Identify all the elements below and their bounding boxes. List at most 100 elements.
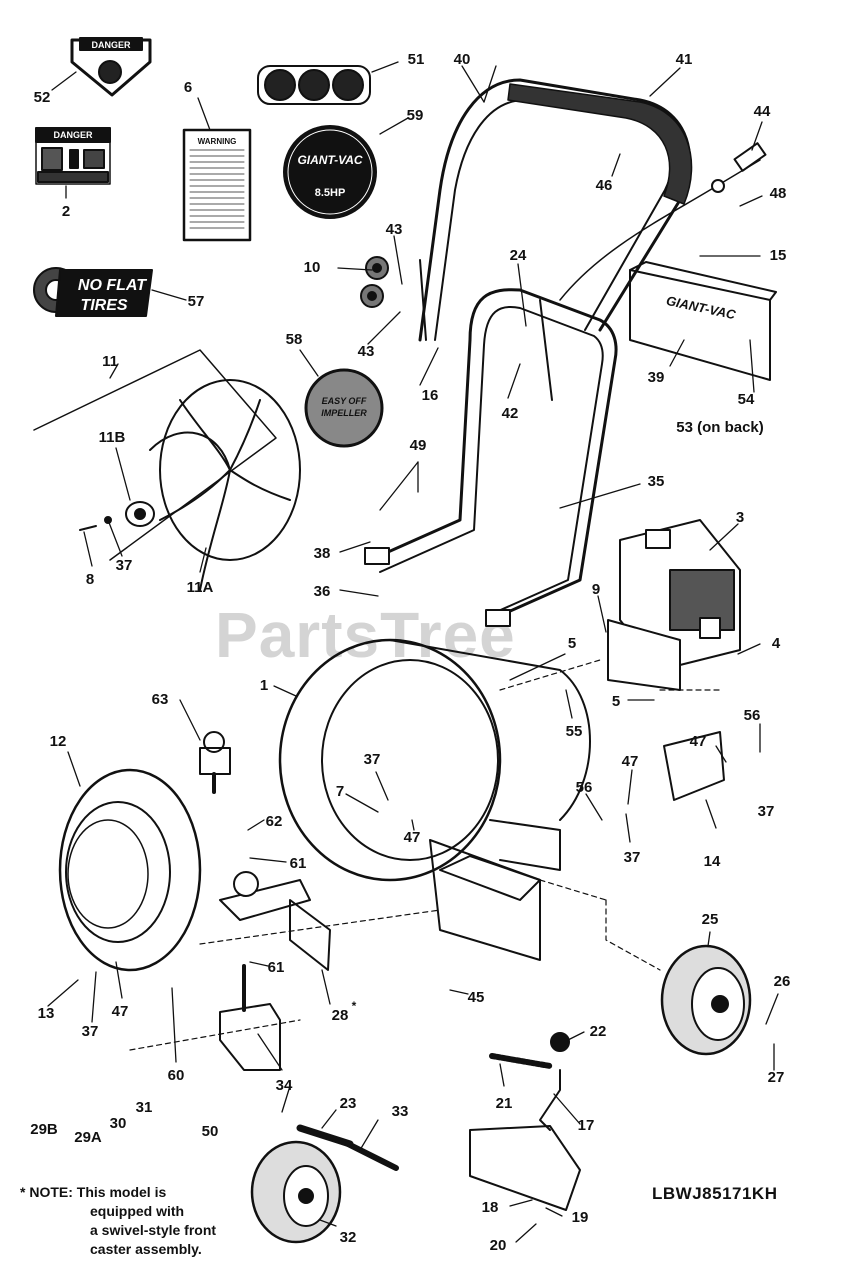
callout-56-left: 56	[575, 779, 593, 796]
impeller-11	[33, 349, 301, 591]
callout-11: 11	[102, 353, 118, 370]
hp-text: 8.5HP	[315, 187, 346, 199]
callout-52: 52	[33, 89, 51, 106]
no-flat-line1: NO FLAT	[78, 277, 147, 294]
callout-8: 8	[85, 571, 95, 588]
ppe-decal-51	[257, 65, 371, 105]
callout-47-right: 47	[689, 733, 707, 750]
callout-42: 42	[501, 405, 519, 422]
callout-12: 12	[49, 733, 67, 750]
callout-34: 34	[275, 1077, 293, 1094]
giant-vac-round-text: GIANT-VAC	[297, 153, 362, 167]
callout-6: 6	[183, 79, 193, 96]
guard-39	[629, 261, 777, 381]
callout-22: 22	[589, 1023, 607, 1040]
callout-5-lower: 5	[611, 693, 621, 710]
callout-47-housing: 47	[403, 829, 421, 846]
callout-11A: 11A	[186, 579, 214, 596]
callout-37-mid: 37	[623, 849, 641, 866]
knobs-10	[360, 256, 389, 308]
rear-wheel-25	[660, 944, 752, 1056]
callout-43-top: 43	[385, 221, 403, 238]
discharge-flap-17	[469, 1069, 581, 1211]
spacer-23	[296, 1124, 354, 1148]
easy-off-decal-58	[304, 368, 384, 448]
callout-51: 51	[407, 51, 425, 68]
callout-13: 13	[37, 1005, 55, 1022]
callout-49: 49	[409, 437, 427, 454]
model-number: LBWJ85171KH	[652, 1184, 778, 1203]
danger-box-text: DANGER	[53, 130, 93, 140]
callout-59: 59	[406, 107, 424, 124]
no-flat-decal-57	[33, 267, 153, 317]
warning-decal-6	[182, 128, 252, 242]
engine-3	[607, 519, 741, 691]
callout-18: 18	[481, 1199, 499, 1216]
throttle-cable-44	[559, 142, 767, 301]
easy-off-line2: IMPELLER	[321, 408, 367, 418]
callout-10: 10	[303, 259, 321, 276]
giant-vac-decal-59	[283, 125, 377, 219]
knob-22	[550, 1032, 570, 1052]
callout-3: 3	[735, 509, 745, 526]
callout-19: 19	[571, 1209, 589, 1226]
no-flat-line2: TIRES	[80, 297, 127, 314]
upper-handle-40	[418, 78, 693, 401]
callout-61-lower: 61	[267, 959, 285, 976]
callout-39: 39	[647, 369, 665, 386]
callout-16: 16	[421, 387, 439, 404]
callout-28: 28	[331, 1007, 349, 1024]
inlet-shroud-12	[58, 768, 202, 972]
callout-7: 7	[335, 783, 345, 800]
footnote: * NOTE: This model is equipped with a sw…	[20, 1183, 280, 1259]
callout-44: 44	[753, 103, 771, 120]
note-line2: equipped with	[90, 1203, 185, 1219]
callout-37-right: 37	[757, 803, 775, 820]
giant-vac-guard-text: GIANT-VAC	[665, 293, 738, 322]
callout-4: 4	[771, 635, 781, 652]
callout-35: 35	[647, 473, 665, 490]
callout-32: 32	[339, 1229, 357, 1246]
callout-17: 17	[577, 1117, 595, 1134]
callout-24: 24	[509, 247, 527, 264]
note-line1: This model is	[76, 1184, 167, 1200]
leader-lines	[47, 61, 779, 1243]
easy-off-line1: EASY OFF	[322, 396, 367, 406]
front-wheel-32	[250, 1140, 342, 1244]
callout-61-upper: 61	[289, 855, 307, 872]
lower-handle-35	[364, 288, 618, 627]
callout-47-left: 47	[111, 1003, 129, 1020]
alignment-lines	[129, 659, 721, 1051]
note-line4: caster assembly.	[90, 1241, 202, 1257]
callout-43-bottom: 43	[357, 343, 375, 360]
callout-31: 31	[135, 1099, 153, 1116]
callout-50: 50	[201, 1123, 219, 1140]
callout-11B: 11B	[98, 429, 126, 446]
callout-23: 23	[339, 1095, 357, 1112]
warning-text: WARNING	[198, 137, 237, 146]
callout-57: 57	[187, 293, 205, 310]
callout-1: 1	[259, 677, 269, 694]
callout-53: 53 (on back)	[676, 419, 764, 436]
callout-47-mid: 47	[621, 753, 639, 770]
bracket-14	[663, 731, 725, 801]
callout-56-right: 56	[743, 707, 761, 724]
callout-38: 38	[313, 545, 331, 562]
danger-decal-52	[70, 37, 152, 97]
callout-63: 63	[151, 691, 169, 708]
callout-28-asterisk: *	[351, 999, 357, 1013]
callout-37-left: 37	[81, 1023, 99, 1040]
callout-60: 60	[167, 1067, 185, 1084]
callout-40: 40	[453, 51, 471, 68]
note-marker: * NOTE:	[20, 1184, 73, 1200]
callout-5-upper: 5	[567, 635, 577, 652]
callout-55: 55	[565, 723, 583, 740]
callout-33: 33	[391, 1103, 409, 1120]
bolt-33	[345, 1141, 399, 1171]
callout-41: 41	[675, 51, 693, 68]
callout-45: 45	[467, 989, 485, 1006]
callout-29B: 29B	[30, 1121, 58, 1138]
blower-housing-1	[278, 638, 591, 961]
